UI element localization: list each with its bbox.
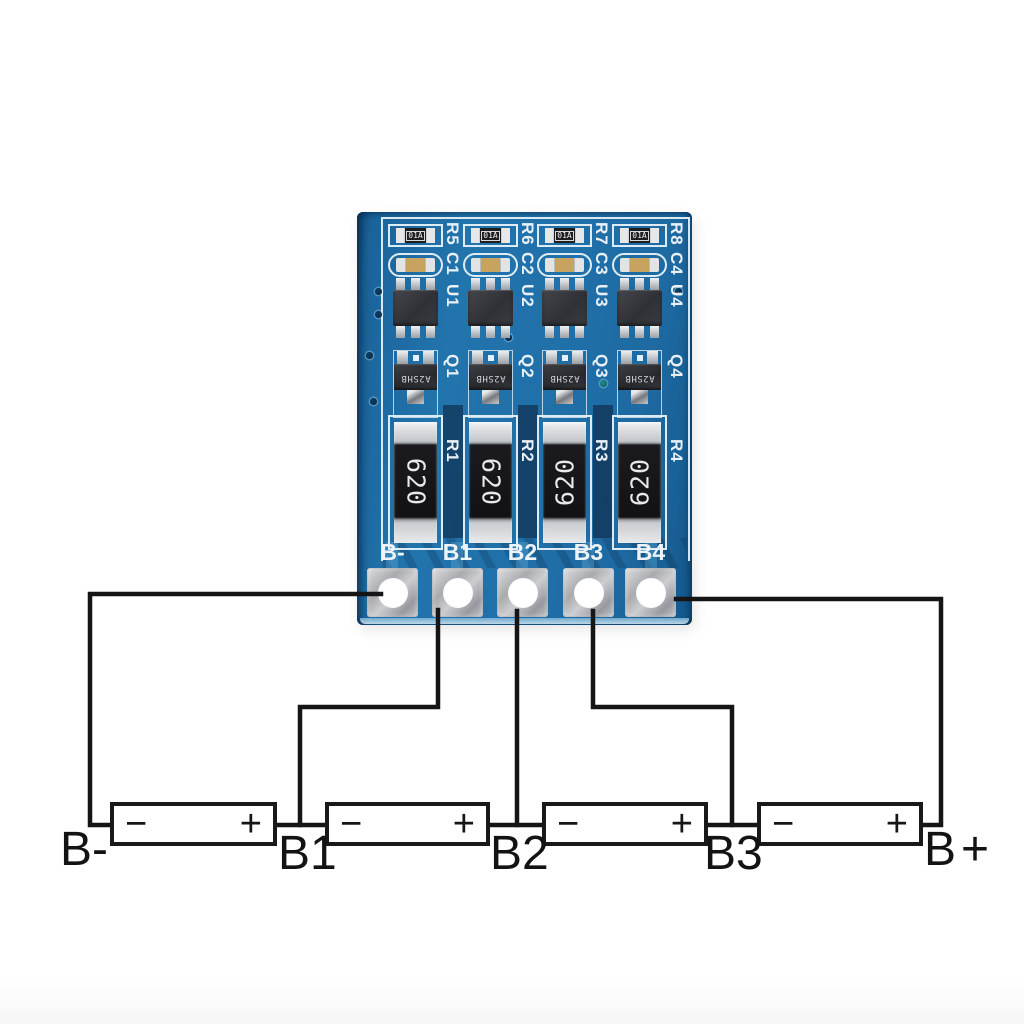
silkscreen-label: R1 (443, 439, 462, 463)
smd-resistor: 01A (388, 224, 443, 247)
resistor-marking: 01A (630, 230, 649, 241)
solder-pad-b4 (625, 568, 676, 617)
pcb-trace (451, 542, 463, 570)
solder-pad-b2 (497, 568, 548, 617)
battery-cell-2: − + (325, 802, 490, 846)
transistor: A2SHB (617, 350, 662, 418)
power-resistor: 620 (612, 415, 667, 550)
silkscreen-label: U3 (592, 284, 611, 308)
battery-minus-terminal: − (340, 803, 363, 845)
solder-pad-b1 (432, 568, 483, 617)
power-resistor: 620 (537, 415, 592, 550)
via-dot-teal (600, 380, 607, 387)
silkscreen-label: C4 (667, 252, 686, 276)
ic-chip (393, 278, 438, 338)
wire-b1 (297, 607, 441, 828)
node-label-b1: B1 (278, 827, 337, 880)
pad-label-b3: B3 (573, 539, 604, 565)
battery-minus-terminal: − (557, 803, 580, 845)
ic-chip (542, 278, 587, 338)
silkscreen-frame (381, 217, 690, 561)
transistor: A2SHB (393, 350, 438, 418)
solder-pad-b3 (563, 568, 614, 617)
via-dot (375, 311, 382, 318)
silkscreen-label: R2 (518, 439, 537, 463)
smd-capacitor (463, 253, 518, 277)
node-label-b2: B2 (490, 827, 549, 880)
silkscreen-label: R3 (592, 439, 611, 463)
silkscreen-label: Q1 (443, 354, 462, 379)
battery-plus-terminal: + (239, 803, 262, 845)
node-label-b3: B3 (704, 827, 763, 880)
smd-resistor: 01A (537, 224, 592, 247)
silkscreen-label: U1 (443, 284, 462, 308)
ic-chip (617, 278, 662, 338)
silkscreen-label: Q4 (667, 354, 686, 379)
pad-label-b4: B4 (635, 539, 666, 565)
pad-label-b1: B1 (442, 539, 473, 565)
silkscreen-label: R6 (518, 222, 537, 246)
power-resistor: 620 (388, 415, 443, 550)
silkscreen-label: C2 (518, 252, 537, 276)
component-column-1: 01A R5 C1 U1 A2SHB Q1 620 R1 (388, 222, 462, 554)
silkscreen-label: U2 (518, 284, 537, 308)
battery-minus-terminal: − (125, 803, 148, 845)
component-column-2: 01A R6 C2 U2 A2SHB Q2 620 R2 (463, 222, 537, 554)
component-column-3: 01A R7 C3 U3 A2SHB Q3 620 R3 (537, 222, 611, 554)
silkscreen-label: R8 (667, 222, 686, 246)
resistor-marking: 01A (406, 230, 425, 241)
via-dot (675, 288, 682, 295)
battery-plus-terminal: + (670, 803, 693, 845)
node-label-b-plus: B+ (924, 823, 995, 876)
silkscreen-label: C3 (592, 252, 611, 276)
via-dot (375, 288, 382, 295)
silkscreen-label: R4 (667, 439, 686, 463)
wire-b-plus (673, 596, 944, 828)
transistor: A2SHB (542, 350, 587, 418)
wire-b-minus (87, 591, 384, 828)
smd-capacitor (388, 253, 443, 277)
battery-plus-terminal: + (885, 803, 908, 845)
via-dot (366, 352, 373, 359)
wire-b3 (590, 608, 735, 828)
pad-label-b-minus: B- (380, 539, 405, 565)
silkscreen-label: U4 (667, 284, 686, 308)
battery-cell-1: − + (110, 802, 277, 846)
component-column-4: 01A R8 C4 U4 A2SHB Q4 620 R4 (612, 222, 686, 554)
power-resistor: 620 (463, 415, 518, 550)
pcb-diagonal-traces (383, 538, 686, 568)
battery-plus-terminal: + (452, 803, 475, 845)
smd-resistor: 01A (612, 224, 667, 247)
battery-cell-3: − + (542, 802, 708, 846)
pcb-board: 01A R5 C1 U1 A2SHB Q1 620 R1 01A R6 C2 U… (357, 212, 692, 625)
silkscreen-label: R5 (443, 222, 462, 246)
battery-minus-terminal: − (772, 803, 795, 845)
pcb-trace (516, 542, 528, 570)
silkscreen-label: R7 (592, 222, 611, 246)
transistor: A2SHB (468, 350, 513, 418)
pad-label-b2: B2 (507, 539, 538, 565)
resistor-marking: 01A (555, 230, 574, 241)
silkscreen-label: Q2 (518, 354, 537, 379)
smd-resistor: 01A (463, 224, 518, 247)
battery-cell-4: − + (757, 802, 923, 846)
smd-capacitor (537, 253, 592, 277)
smd-capacitor (612, 253, 667, 277)
silkscreen-label: C1 (443, 252, 462, 276)
silkscreen-label: Q3 (592, 354, 611, 379)
ic-chip (468, 278, 513, 338)
node-label-b-minus: B- (60, 823, 108, 876)
resistor-marking: 01A (481, 230, 500, 241)
via-dot (370, 398, 377, 405)
